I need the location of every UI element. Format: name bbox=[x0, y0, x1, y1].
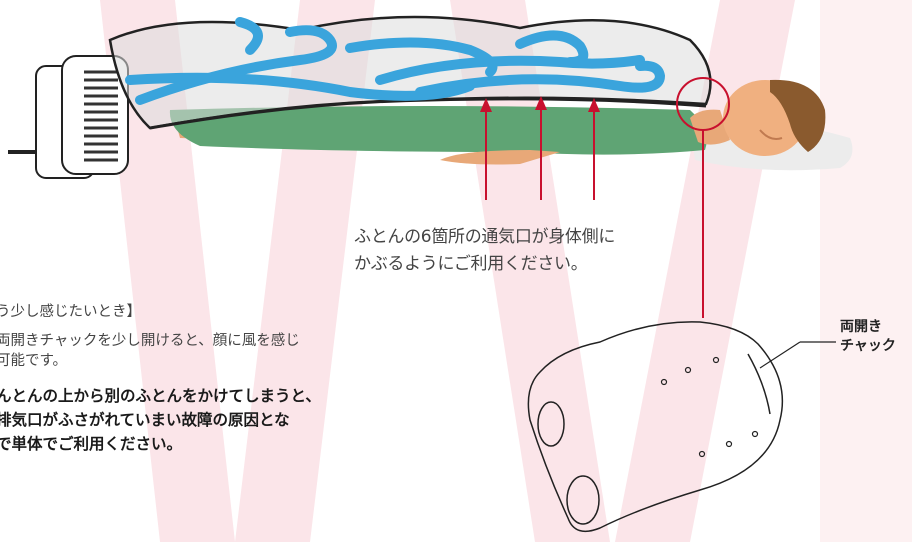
person bbox=[169, 79, 826, 165]
futon-bottom-edge bbox=[149, 97, 707, 130]
note-body: 両開きチャックを少し開けると、顔に風を感じ 可能です。 bbox=[0, 331, 406, 371]
airflow bbox=[125, 17, 666, 105]
background-band-right bbox=[820, 0, 912, 542]
warning-text: んとんの上から別のふとんをかけてしまうと、 排気口がふさがれていまい故障の原因と… bbox=[0, 384, 416, 456]
blower-unit bbox=[35, 55, 129, 179]
warning-line-2: 排気口がふさがれていまい故障の原因とな bbox=[0, 411, 290, 429]
note-heading: う少し感じたいとき】 bbox=[0, 304, 141, 320]
note-line-1: 両開きチャックを少し開けると、顔に風を感じ bbox=[0, 333, 300, 349]
futon-top-view bbox=[527, 321, 784, 533]
caption-line-2: かぶるようにご利用ください。 bbox=[354, 254, 588, 274]
vent-arrows bbox=[480, 96, 600, 200]
zipper-label-line-1: 両開き bbox=[840, 319, 882, 335]
vent-caption: ふとんの6箇所の通気口が身体側に かぶるようにご利用ください。 bbox=[354, 224, 615, 278]
caption-line-1: ふとんの6箇所の通気口が身体側に bbox=[354, 227, 616, 247]
zipper-label: 両開き チャック bbox=[840, 318, 896, 356]
zipper-label-line-2: チャック bbox=[840, 338, 896, 354]
zipper-label-line bbox=[759, 341, 801, 369]
note-line-2: 可能です。 bbox=[0, 353, 68, 369]
warning-line-3: で単体でご利用ください。 bbox=[0, 435, 183, 453]
warning-line-1: んとんの上から別のふとんをかけてしまうと、 bbox=[0, 387, 321, 405]
vent-dots bbox=[660, 356, 759, 458]
